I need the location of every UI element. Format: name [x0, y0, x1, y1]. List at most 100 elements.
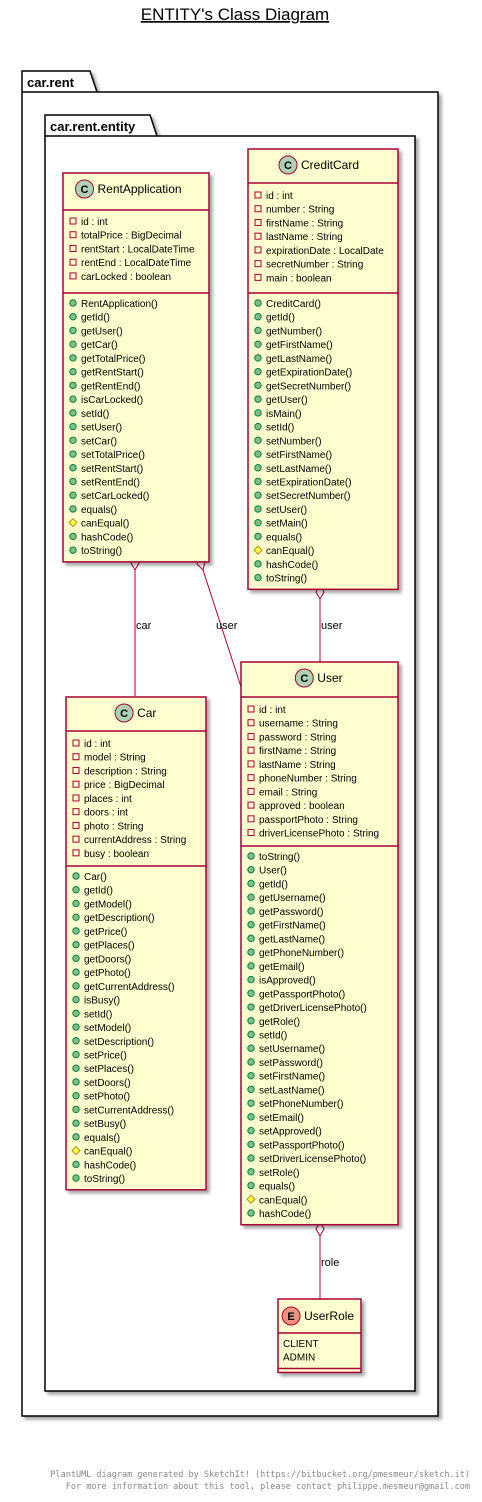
enum-value: CLIENT	[283, 1339, 319, 1350]
relation-card-user: user	[315, 583, 343, 662]
private-field-icon	[247, 732, 255, 740]
class-method: hashCode()	[81, 532, 133, 543]
class-method: getRentEnd()	[81, 381, 140, 392]
class-field: number : String	[266, 205, 334, 216]
class-method: getPhoneNumber()	[259, 948, 344, 959]
public-method-icon	[247, 1003, 255, 1011]
public-method-icon	[254, 436, 262, 444]
public-method-icon	[247, 1113, 255, 1121]
public-method-icon	[69, 299, 77, 307]
public-method-icon	[69, 381, 77, 390]
private-field-icon	[69, 244, 77, 252]
class-method: setPassword()	[259, 1058, 323, 1069]
class-method: equals()	[266, 532, 302, 543]
class-method: isApproved()	[259, 976, 316, 987]
public-method-icon	[247, 1071, 255, 1080]
class-method: getId()	[259, 879, 288, 890]
public-method-icon	[69, 505, 77, 513]
class-field: photo : String	[84, 821, 143, 832]
public-method-icon	[72, 1105, 80, 1114]
class-field: doors : int	[84, 808, 128, 819]
private-field-icon	[72, 780, 80, 788]
class-field: places : int	[84, 794, 132, 805]
svg-text:C: C	[81, 184, 89, 196]
private-field-icon	[72, 739, 80, 747]
class-method: setUser()	[266, 505, 307, 516]
class-field: rentEnd : LocalDateTime	[81, 258, 192, 269]
class-method: setNumber()	[266, 436, 322, 447]
class-method: setId()	[266, 423, 294, 434]
public-method-icon	[247, 1168, 255, 1176]
class-method: toString()	[81, 546, 122, 557]
class-method: setCarLocked()	[81, 491, 149, 502]
class-field: password : String	[259, 732, 336, 743]
private-field-icon	[247, 815, 255, 823]
public-method-icon	[247, 907, 255, 915]
class-method: getPassword()	[259, 907, 323, 918]
private-field-icon	[69, 217, 77, 225]
class-field: secretNumber : String	[266, 260, 363, 271]
public-method-icon	[69, 464, 77, 472]
class-field: main : boolean	[266, 273, 332, 284]
class-badge-icon: C	[294, 668, 314, 688]
svg-text:C: C	[300, 673, 308, 685]
svg-text:E: E	[287, 1311, 294, 1323]
svg-text:C: C	[284, 160, 292, 172]
class-method: setEmail()	[259, 1113, 304, 1124]
class-method: toString()	[84, 1174, 125, 1185]
class-field: price : BigDecimal	[84, 780, 165, 791]
public-method-icon	[72, 886, 80, 894]
protected-method-icon	[71, 1145, 81, 1156]
class-method: getCurrentAddress()	[84, 982, 175, 993]
class-field: carLocked : boolean	[81, 272, 171, 283]
private-field-icon	[69, 231, 77, 239]
public-method-icon	[69, 491, 77, 499]
public-method-icon	[254, 409, 262, 417]
class-method: Car()	[84, 872, 107, 883]
public-method-icon	[247, 1099, 255, 1107]
public-method-icon	[254, 505, 262, 513]
public-method-icon	[247, 1030, 255, 1039]
diagram-title: ENTITY's Class Diagram	[141, 5, 329, 24]
class-method: setRole()	[259, 1168, 300, 1179]
footer-line-1: PlantUML diagram generated by SketchIt! …	[50, 1470, 470, 1480]
public-method-icon	[72, 913, 80, 921]
protected-method-icon	[246, 1194, 256, 1204]
public-method-icon	[72, 927, 80, 935]
public-method-icon	[69, 395, 77, 403]
class-method: setPassportPhoto()	[259, 1140, 345, 1151]
class-field: id : int	[259, 705, 286, 716]
public-method-icon	[254, 532, 262, 541]
public-method-icon	[247, 934, 255, 943]
class-method: getModel()	[84, 899, 132, 910]
public-method-icon	[254, 354, 262, 362]
class-method: setModel()	[84, 1023, 131, 1034]
public-method-icon	[247, 1017, 255, 1025]
class-badge-icon: C	[114, 703, 134, 723]
class-method: setApproved()	[259, 1127, 322, 1138]
class-method: setSecretNumber()	[266, 491, 350, 502]
class-field: passportPhoto : String	[259, 815, 358, 826]
class-method: canEqual()	[259, 1195, 307, 1206]
private-field-icon	[69, 258, 77, 266]
class-method: getPhoto()	[84, 968, 131, 979]
enum-value: ADMIN	[283, 1353, 315, 1364]
public-method-icon	[254, 518, 262, 527]
public-method-icon	[69, 340, 77, 348]
public-method-icon	[247, 1058, 255, 1066]
public-method-icon	[69, 546, 77, 554]
class-method: getEmail()	[259, 962, 305, 973]
private-field-icon	[247, 829, 255, 837]
public-method-icon	[254, 381, 262, 390]
class-method: getId()	[84, 886, 113, 897]
class-method: getLastName()	[266, 354, 332, 365]
private-field-icon	[254, 218, 262, 226]
class-field: rentStart : LocalDateTime	[81, 244, 195, 255]
class-method: getSecretNumber()	[266, 381, 351, 392]
public-method-icon	[247, 879, 255, 888]
relation-label: user	[321, 620, 343, 632]
class-method: toString()	[259, 852, 300, 863]
